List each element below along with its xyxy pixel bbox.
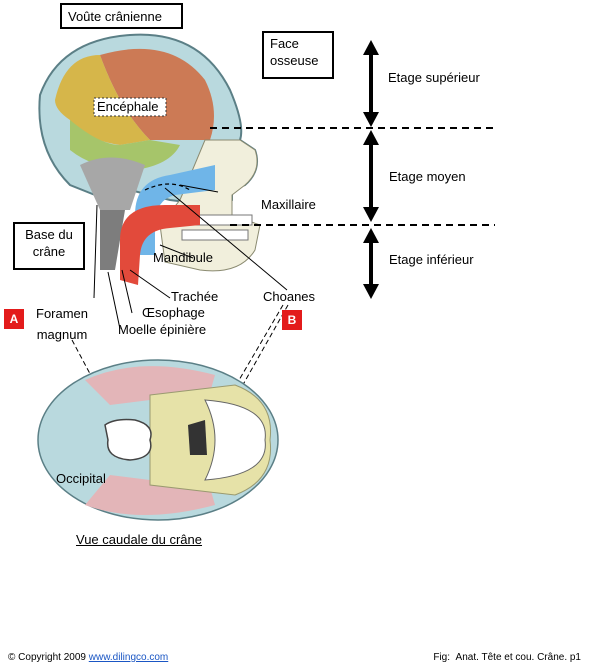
choanae-label: Choanes (263, 289, 316, 304)
lateral-skull-illustration (38, 33, 261, 285)
mandible-label: Mandibule (153, 250, 213, 265)
brain-red-lobe (100, 48, 214, 140)
skull-base-label: Base du crâne (13, 222, 85, 270)
level-middle-label: Etage moyen (389, 169, 466, 184)
caudal-palate (204, 399, 266, 481)
vault-label: Voûte crânienne (60, 3, 183, 29)
pharynx-red (120, 205, 200, 285)
figure-prefix: Fig: (433, 652, 450, 663)
tag-b: B (282, 310, 302, 330)
leader-lines (93, 184, 288, 330)
footer-copyright: © Copyright 2009 www.dilingco.com (8, 652, 168, 663)
spinal-cord-label: Moelle épinière (118, 322, 207, 337)
esophagus-label: Œsophage (142, 305, 205, 320)
caudal-view-caption: Vue caudale du crâne (76, 532, 203, 547)
tag-a: A (4, 309, 24, 329)
caudal-skull-illustration (37, 359, 279, 521)
skull-base-gray (80, 157, 145, 210)
face-bone-label: Face osseuse (262, 31, 334, 79)
maxilla-label: Maxillaire (261, 197, 316, 212)
choanae-marker (144, 183, 191, 191)
lower-teeth (181, 229, 249, 241)
arrow-lower (363, 228, 379, 299)
level-upper-label: Etage supérieur (388, 70, 480, 85)
figure-title: Anat. Tête et cou. Crâne. p1 (455, 652, 581, 663)
trachea-label: Trachée (171, 289, 219, 304)
occipital-label: Occipital (56, 471, 106, 486)
foramen-label: Foramen magnum (36, 306, 89, 342)
copyright-text: Copyright 2009 (18, 652, 86, 663)
site-link[interactable]: www.dilingco.com (88, 652, 169, 663)
choanae-shape (188, 420, 207, 455)
brain-label-frame (93, 97, 167, 117)
brain-label: Encéphale (97, 99, 159, 114)
foramen-magnum-shape (104, 418, 152, 461)
arrow-middle (363, 130, 379, 222)
level-lower-label: Etage inférieur (389, 252, 474, 267)
brain-green-lobe (70, 120, 180, 170)
copyright-icon: © (8, 652, 16, 663)
arrow-upper (363, 40, 379, 127)
figure-caption: Fig: Anat. Tête et cou. Crâne. p1 (433, 652, 581, 663)
